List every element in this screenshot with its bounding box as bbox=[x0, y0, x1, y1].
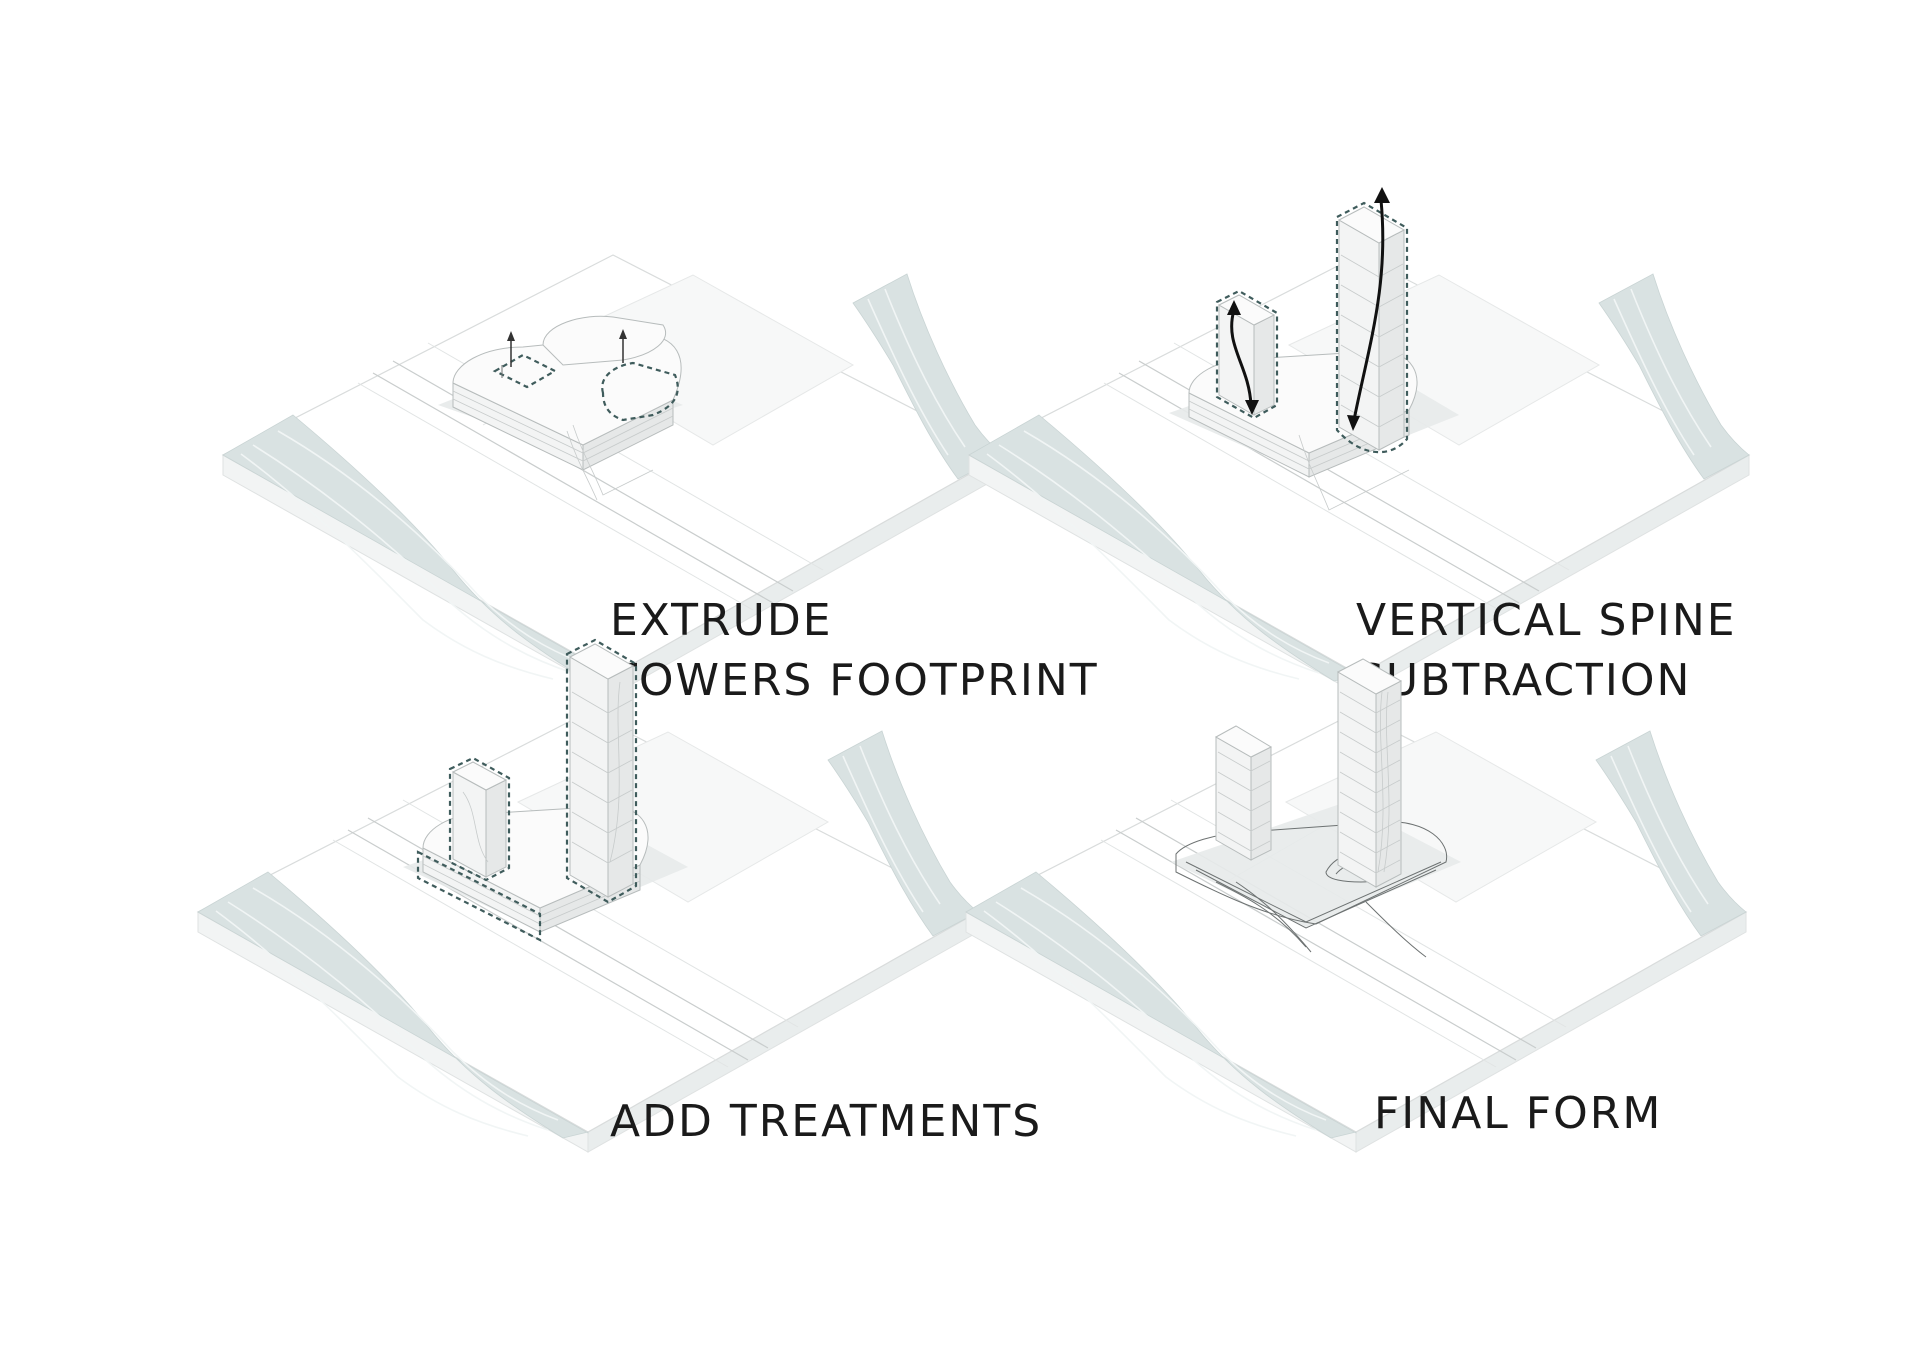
tall-tower bbox=[1336, 658, 1403, 888]
podium-massing bbox=[438, 315, 683, 501]
up-arrow-icon bbox=[507, 329, 627, 367]
panel-extrude: EXTRUDE TOWERS FOOTPRINT bbox=[222, 254, 1099, 706]
caption-final: FINAL FORM bbox=[1374, 1088, 1662, 1139]
panel-spine: VERTICAL SPINE SUBTRACTION bbox=[968, 187, 1750, 706]
caption-extrude-line1: EXTRUDE bbox=[610, 595, 833, 646]
tower-footprint-right bbox=[601, 361, 679, 422]
short-tower bbox=[1214, 725, 1273, 861]
short-tower bbox=[448, 756, 511, 882]
caption-treatments: ADD TREATMENTS bbox=[610, 1096, 1042, 1147]
tall-tower bbox=[565, 638, 638, 904]
tall-tower bbox=[1335, 201, 1409, 454]
caption-extrude-line2: TOWERS FOOTPRINT bbox=[609, 655, 1099, 706]
curved-arrow-icon bbox=[1227, 187, 1390, 431]
tower-footprint-left bbox=[492, 353, 558, 389]
caption-spine-line2: SUBTRACTION bbox=[1356, 655, 1691, 706]
panel-treatments: ADD TREATMENTS bbox=[197, 638, 1042, 1153]
short-tower bbox=[1215, 289, 1279, 420]
caption-spine-line1: VERTICAL SPINE bbox=[1356, 595, 1737, 646]
panel-final: FINAL FORM bbox=[965, 658, 1747, 1153]
